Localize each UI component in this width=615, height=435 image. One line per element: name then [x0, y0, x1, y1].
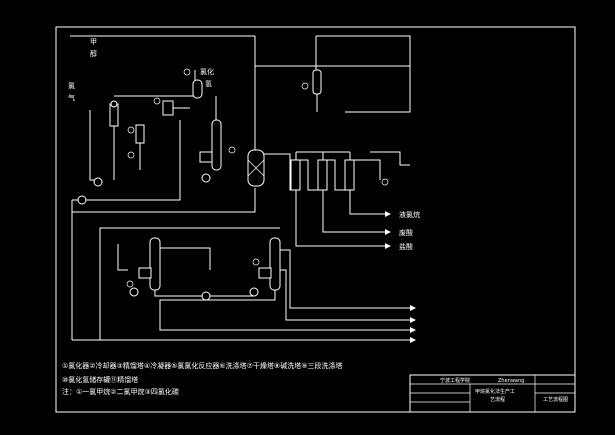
lower-link-1: [154, 290, 202, 297]
bottom-return-line: [72, 120, 181, 201]
wash-link-2: [327, 159, 345, 191]
reactor-cross-2: [247, 159, 265, 177]
label-output-1: 液氯烷: [399, 210, 420, 219]
wash-link-1: [300, 159, 318, 191]
lower-reboiler-2: [258, 267, 272, 279]
tb-drawing-1: 甲烷氯化法生产工: [475, 388, 515, 395]
instrument-6: [301, 82, 309, 90]
legend-line-3: 注：①一氯甲烷②二氯甲烷③四氯化碳: [62, 388, 179, 396]
lower-pump-1: [129, 287, 139, 297]
lower-column-1: [149, 237, 161, 291]
wash-tower-3: [344, 159, 355, 191]
pump-2: [77, 195, 87, 205]
out-line-2: [322, 190, 385, 233]
lower-pump-2: [249, 287, 259, 297]
label-output-2: 废酸: [399, 228, 413, 237]
instrument-3: [153, 97, 161, 105]
arrow-5: [410, 317, 416, 323]
condenser: [162, 100, 174, 116]
arrow-2: [385, 229, 391, 235]
wash-vent: [370, 151, 410, 166]
chlorinator-top: [110, 100, 118, 108]
out-line-1: [349, 190, 385, 215]
label-methanol-2: 醇: [90, 49, 97, 58]
lower-left-feed: [117, 244, 128, 271]
pump-1: [93, 177, 103, 187]
lower-top-line: [99, 227, 280, 340]
arrow-7: [410, 337, 416, 343]
reboiler: [199, 151, 213, 163]
pump-3: [201, 173, 211, 183]
instrument-9: [252, 258, 260, 266]
wash-tower-2: [317, 159, 328, 191]
legend-line-2: ⑩氯化氢储存罐⑪精馏塔: [62, 376, 139, 384]
instrument-7: [381, 178, 389, 186]
tb-drawing-2: 艺流程: [490, 396, 505, 403]
drawing-border: [55, 26, 576, 413]
rectifying-column: [211, 119, 222, 171]
wash-link-3: [354, 159, 381, 180]
label-hcl-1: 氯化: [200, 67, 214, 76]
tb-project: Zhenwang: [498, 378, 524, 384]
title-block: [409, 374, 576, 413]
hcl-storage-tank: [192, 79, 203, 99]
tb-org: 宁波工程学院: [440, 377, 470, 384]
lower-pump-3: [201, 291, 211, 301]
mid-return-line: [72, 188, 256, 213]
label-chlorine-1: 氯: [68, 81, 75, 90]
arrow-1: [385, 211, 391, 217]
label-hcl-2: 氢: [205, 79, 212, 88]
lower-out-1: [280, 249, 410, 309]
lower-out-3: [159, 290, 410, 331]
instrument-1: [127, 126, 135, 134]
instrument-5: [228, 146, 236, 154]
arrow-4: [410, 305, 416, 311]
tb-sheet: 工艺流程图: [543, 396, 568, 403]
label-methanol-1: 甲: [90, 38, 97, 46]
instrument-2: [127, 151, 135, 159]
wash-tower-1: [290, 159, 301, 191]
cooler: [135, 124, 145, 144]
label-output-3: 盐酸: [399, 242, 413, 251]
out-line-3: [295, 190, 385, 247]
instrument-8: [126, 280, 134, 288]
chlorine-line: [89, 110, 100, 181]
arrow-6: [410, 327, 416, 333]
lower-reboiler-1: [138, 267, 152, 279]
lower-out-2: [280, 269, 410, 321]
recycle-loop: [316, 35, 411, 113]
label-chlorine-2: 气: [68, 93, 75, 102]
lower-column-2: [269, 237, 281, 291]
top-column: [312, 69, 322, 95]
legend-line-1: ①氯化器②冷却器③精馏塔④冷凝器⑤氯氯化反应器⑥洗涤塔⑦干燥塔⑧碱洗塔⑨三段洗涤…: [62, 362, 343, 370]
instrument-4: [183, 68, 191, 76]
arrow-3: [385, 243, 391, 249]
lower-link-3: [160, 247, 211, 270]
